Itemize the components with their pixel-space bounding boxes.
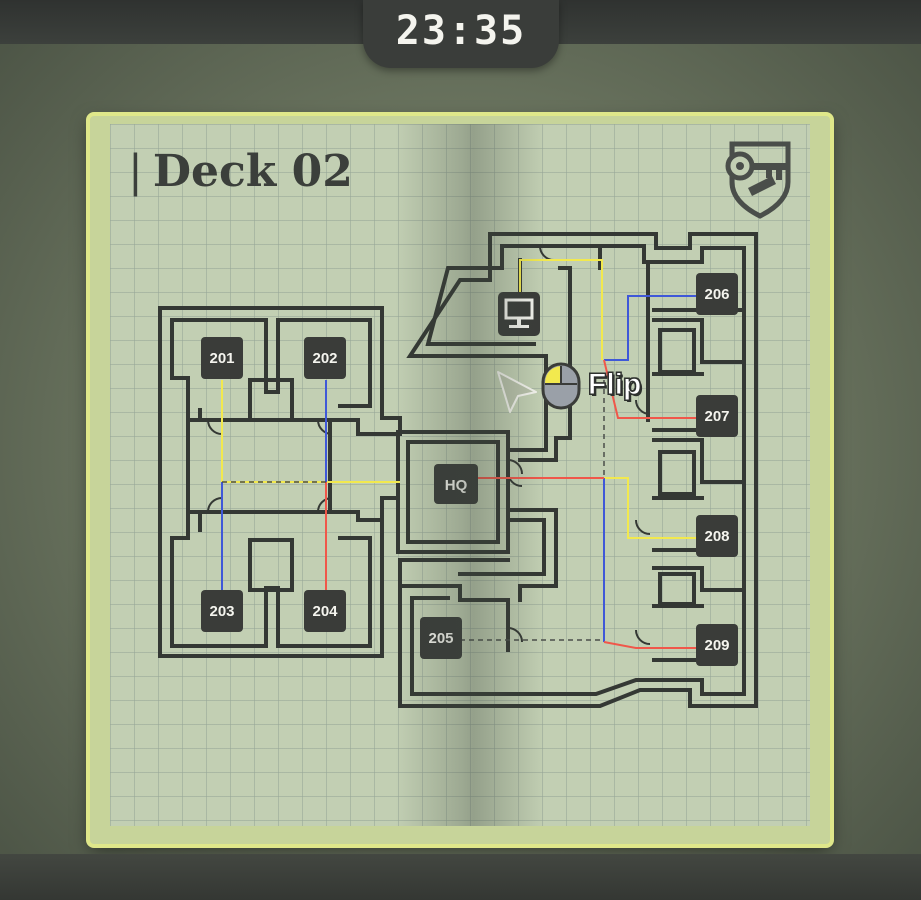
room-202-label: 202	[312, 350, 337, 367]
room-209: 209	[696, 624, 738, 666]
dashed-links	[222, 380, 605, 641]
room-209-label: 209	[704, 637, 729, 654]
timer-readout: 23:35	[395, 8, 527, 54]
wire-yellow	[519, 259, 603, 360]
room-201-label: 201	[209, 350, 234, 367]
timer-panel	[363, 0, 559, 68]
room-203: 203	[201, 590, 243, 632]
wire-red	[603, 359, 700, 419]
room-208-label: 208	[704, 528, 729, 545]
wiring	[221, 259, 700, 649]
key-shield-emblem-icon	[725, 141, 791, 219]
room-201: 201	[201, 337, 243, 379]
room-205: 205	[420, 617, 462, 659]
room-207: 207	[696, 395, 738, 437]
wire-red	[603, 641, 700, 649]
room-208: 208	[696, 515, 738, 557]
wire-blue	[604, 295, 700, 361]
room-hq-label: HQ	[445, 477, 468, 494]
bottom-bar	[0, 854, 921, 900]
door-markers	[207, 245, 651, 645]
room-hq: HQ	[434, 464, 478, 504]
room-205-label: 205	[428, 630, 453, 647]
room-206: 206	[696, 273, 738, 315]
room-204-label: 204	[312, 603, 338, 620]
room-206-label: 206	[704, 286, 729, 303]
mouse-icon	[541, 362, 581, 410]
room-204: 204	[304, 590, 346, 632]
wire-yellow	[604, 477, 700, 539]
flip-prompt[interactable]: Flip	[587, 368, 642, 402]
page-title: |Deck 02	[128, 146, 353, 197]
room-202: 202	[304, 337, 346, 379]
cursor-arrow-icon	[497, 371, 537, 413]
computer-terminal-icon[interactable]	[498, 292, 540, 336]
room-203-label: 203	[209, 603, 234, 620]
room-labels: 201 202 203 204 205 206 207 208 209 HQ	[201, 273, 738, 666]
room-207-label: 207	[704, 408, 729, 425]
deck-title-text: Deck 02	[152, 146, 353, 197]
